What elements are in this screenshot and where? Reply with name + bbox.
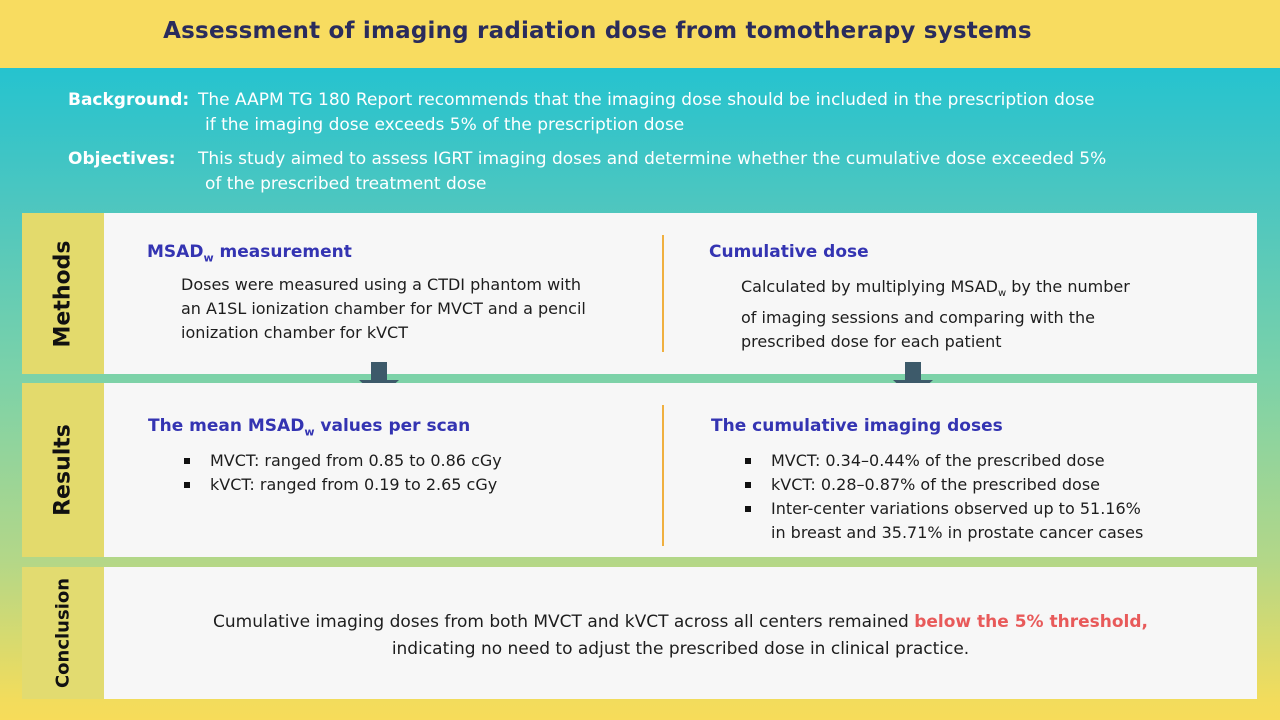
conclusion-panel: Conclusion Cumulative imaging doses from… (22, 567, 1257, 699)
methods-side-label: Methods (22, 213, 104, 374)
list-item: kVCT: ranged from 0.19 to 2.65 cGy (180, 473, 502, 497)
background-text: The AAPM TG 180 Report recommends that t… (198, 90, 1095, 110)
results-right-list: MVCT: 0.34–0.44% of the prescribed dose … (741, 449, 1143, 545)
mean-msad-heading: The mean MSADw values per scan (148, 416, 471, 439)
results-label: Results (50, 424, 76, 516)
results-left-list: MVCT: ranged from 0.85 to 0.86 cGy kVCT:… (180, 449, 502, 497)
objectives-text-cont: of the prescribed treatment dose (205, 174, 487, 194)
conclusion-side-label: Conclusion (22, 567, 104, 699)
methods-right-text: Calculated by multiplying MSADw by the n… (741, 277, 1130, 352)
threshold-highlight: below the 5% threshold, (914, 612, 1148, 632)
list-item: MVCT: ranged from 0.85 to 0.86 cGy (180, 449, 502, 473)
methods-label: Methods (50, 240, 76, 347)
results-panel: Results The mean MSADw values per scan M… (22, 383, 1257, 557)
list-item: Inter-center variations observed up to 5… (741, 497, 1143, 545)
page-title: Assessment of imaging radiation dose fro… (163, 18, 1032, 44)
divider (662, 235, 664, 352)
background-section: Background: The AAPM TG 180 Report recomm… (68, 88, 1095, 138)
methods-left-text: Doses were measured using a CTDI phantom… (181, 275, 586, 342)
list-item: kVCT: 0.28–0.87% of the prescribed dose (741, 473, 1143, 497)
results-side-label: Results (22, 383, 104, 557)
objectives-section: Objectives: This study aimed to assess IG… (68, 147, 1106, 197)
list-item: MVCT: 0.34–0.44% of the prescribed dose (741, 449, 1143, 473)
methods-panel: Methods MSADw measurement Doses were mea… (22, 213, 1257, 374)
objectives-text: This study aimed to assess IGRT imaging … (198, 149, 1107, 169)
cumulative-dose-heading: Cumulative dose (709, 242, 869, 262)
divider (662, 405, 664, 546)
conclusion-label: Conclusion (52, 577, 74, 689)
background-text-cont: if the imaging dose exceeds 5% of the pr… (205, 115, 685, 135)
objectives-label: Objectives: (68, 149, 176, 169)
msad-measurement-heading: MSADw measurement (147, 242, 352, 265)
background-label: Background: (68, 90, 190, 110)
conclusion-text: Cumulative imaging doses from both MVCT … (213, 612, 1148, 659)
title-band (0, 0, 1280, 68)
cumulative-imaging-heading: The cumulative imaging doses (711, 416, 1003, 436)
